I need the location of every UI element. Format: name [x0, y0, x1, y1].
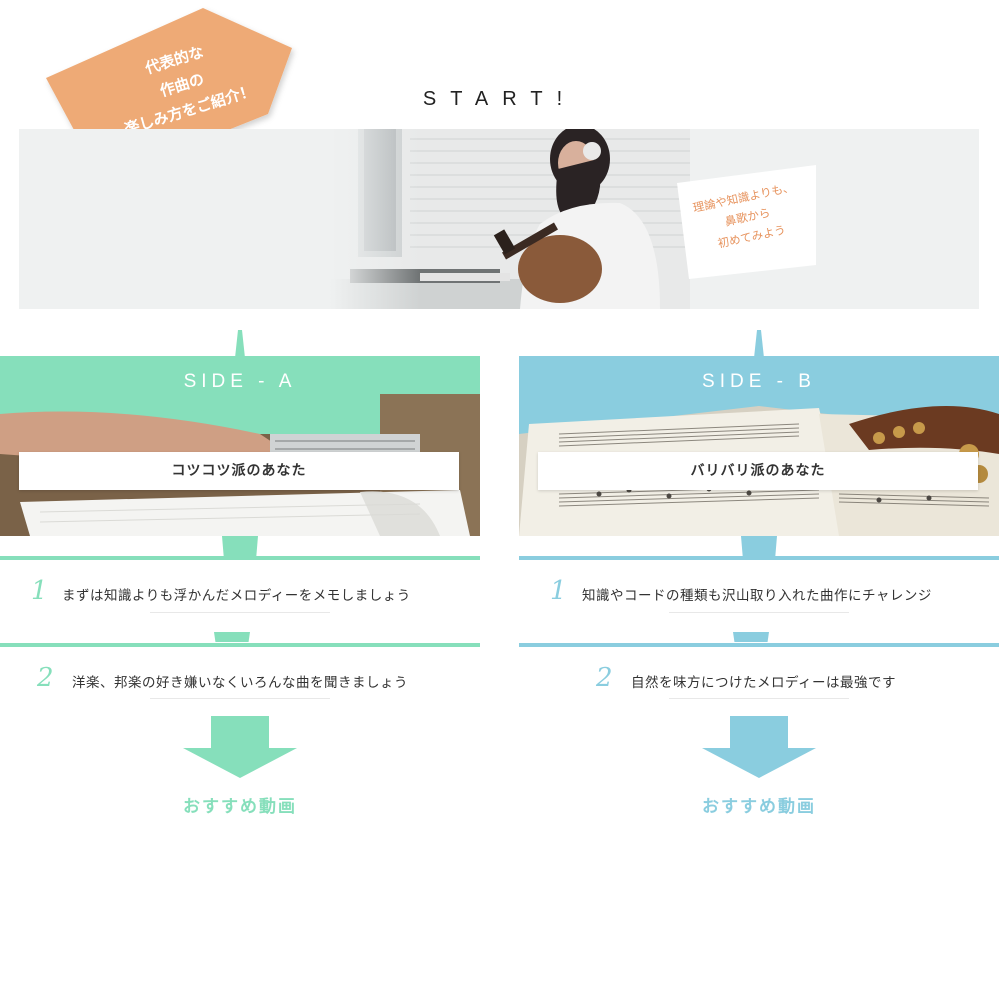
side-a-divider-1	[0, 556, 480, 560]
side-a-header-band	[0, 356, 480, 396]
side-a-step-1-text: まずは知識よりも浮かんだメロディーをメモしましょう	[62, 588, 411, 604]
side-b-step-1-text: 知識やコードの種類も沢山取り入れた曲作にチャレンジ	[582, 588, 932, 604]
side-b-divider-1	[519, 556, 999, 560]
side-b-step-2-number: 2	[596, 663, 613, 693]
down-arrow-icon	[702, 716, 816, 778]
side-b-header-band	[519, 356, 999, 396]
side-b-step-1-underline	[669, 612, 849, 613]
side-b-connector-2	[733, 631, 769, 643]
side-b-subtitle-box: バリバリ派のあなた	[538, 452, 978, 490]
side-a-divider-2	[0, 643, 480, 647]
hero-banner: 理論や知識よりも、 鼻歌から 初めてみよう	[19, 129, 979, 309]
side-a-connector-2	[214, 631, 250, 643]
side-b-divider-2	[519, 643, 999, 647]
start-title: START!	[422, 88, 577, 110]
side-b-column: SIDE - B バリバリ派のあなた 1 知識やコードの種類も沢山取り入れた曲作…	[519, 330, 999, 830]
side-b-connector-stem	[754, 330, 764, 358]
side-b-label: SIDE - B	[702, 371, 816, 392]
side-a-recommend-link[interactable]: おすすめ動画	[183, 797, 297, 817]
side-a-connector-1	[222, 536, 258, 560]
side-a-step-1-underline	[150, 612, 330, 613]
speech-bubble-shape	[46, 8, 292, 169]
side-a-column: SIDE - A コツコツ派のあなた 1 まずは知識よりも浮かんだメロディーをメ…	[0, 330, 480, 830]
side-b-step-2-underline	[669, 698, 849, 699]
side-a-step-1-number: 1	[31, 576, 48, 606]
side-a-step-2-number: 2	[37, 663, 54, 693]
side-a-subtitle-box: コツコツ派のあなた	[19, 452, 459, 490]
side-b-connector-1	[741, 536, 777, 560]
intro-speech-bubble: 代表的な 作曲の 楽しみ方をご紹介！	[40, 6, 300, 176]
side-a-label: SIDE - A	[183, 371, 297, 392]
side-b-step-2-text: 自然を味方につけたメロディーは最強です	[631, 675, 897, 691]
side-b-step-1-number: 1	[550, 576, 567, 606]
side-a-step-2-underline	[150, 698, 330, 699]
hero-note-card: 理論や知識よりも、 鼻歌から 初めてみよう	[677, 165, 817, 280]
hero-photo-guitarist	[330, 129, 690, 309]
side-a-step-2-text: 洋楽、邦楽の好き嫌いなくいろんな曲を聞きましょう	[72, 675, 408, 691]
side-a-connector-stem	[235, 330, 245, 358]
side-b-recommend-link[interactable]: おすすめ動画	[702, 797, 816, 817]
down-arrow-icon	[183, 716, 297, 778]
